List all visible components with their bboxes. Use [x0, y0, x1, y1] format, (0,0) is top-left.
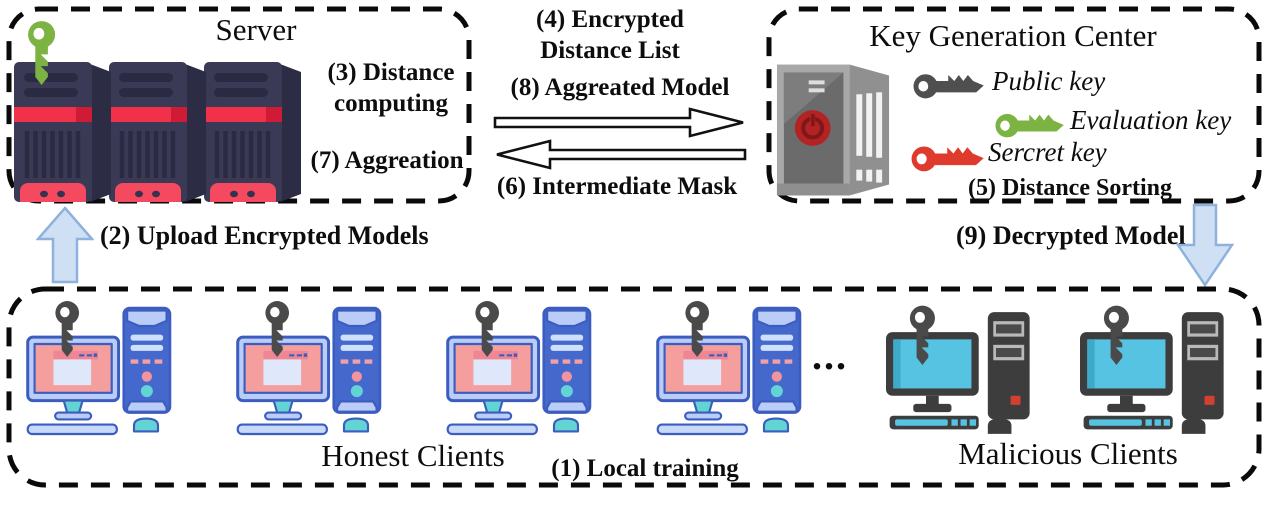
honest-client-computer-icon	[446, 298, 596, 438]
intermediate-mask-label: (6) Intermediate Mask	[496, 173, 738, 200]
evaluation-key-label: Evaluation key	[1070, 105, 1232, 135]
malicious-clients-row	[886, 303, 1230, 443]
clients-box: ... Honest Clients (1) Local training Ma…	[6, 286, 1262, 488]
arrow-left-to-server	[496, 139, 747, 170]
honest-client-computer-icon	[26, 298, 176, 438]
upload-arrow-up	[36, 206, 94, 284]
kgc-box: Key Generation Center Public key Evaluat…	[766, 6, 1262, 204]
honest-clients-label: Honest Clients	[321, 438, 505, 473]
server-box: Server (3) Distance computing (7) Aggrea…	[6, 6, 472, 204]
malicious-client-computer-icon	[1080, 303, 1230, 443]
kgc-title: Key Generation Center	[869, 18, 1157, 53]
evaluation-key-icon	[995, 113, 1064, 138]
kgc-tower-icon	[774, 62, 892, 198]
malicious-clients-label: Malicious Clients	[958, 436, 1178, 471]
aggregated-model-label: (8) Aggreated Model	[510, 74, 730, 101]
secret-key-icon	[911, 146, 984, 172]
server-distance-computing-label: (3) Distance computing	[327, 59, 455, 117]
honest-client-computer-icon	[236, 298, 386, 438]
honest-client-computer-icon	[656, 298, 806, 438]
distance-sorting-label: (5) Distance Sorting	[968, 175, 1172, 201]
decrypted-model-label: (9) Decrypted Model	[956, 221, 1186, 250]
malicious-client-computer-icon	[886, 303, 1036, 443]
decrypted-arrow-down	[1176, 203, 1234, 287]
evaluation-key-icon-server	[28, 21, 56, 86]
clients-ellipsis: ...	[812, 333, 848, 378]
server-title: Server	[215, 12, 297, 47]
public-key-label: Public key	[992, 66, 1106, 96]
server-aggregation-label: (7) Aggreation	[310, 147, 464, 174]
secret-key-label: Sercret key	[988, 137, 1107, 167]
local-training-label: (1) Local training	[551, 455, 739, 482]
upload-encrypted-models-label: (2) Upload Encrypted Models	[100, 221, 429, 250]
honest-clients-row	[26, 298, 806, 438]
arrow-right-to-kgc	[493, 107, 744, 138]
public-key-icon	[913, 74, 984, 99]
encrypted-distance-list-label: (4) Encrypted Distance List	[536, 6, 684, 64]
